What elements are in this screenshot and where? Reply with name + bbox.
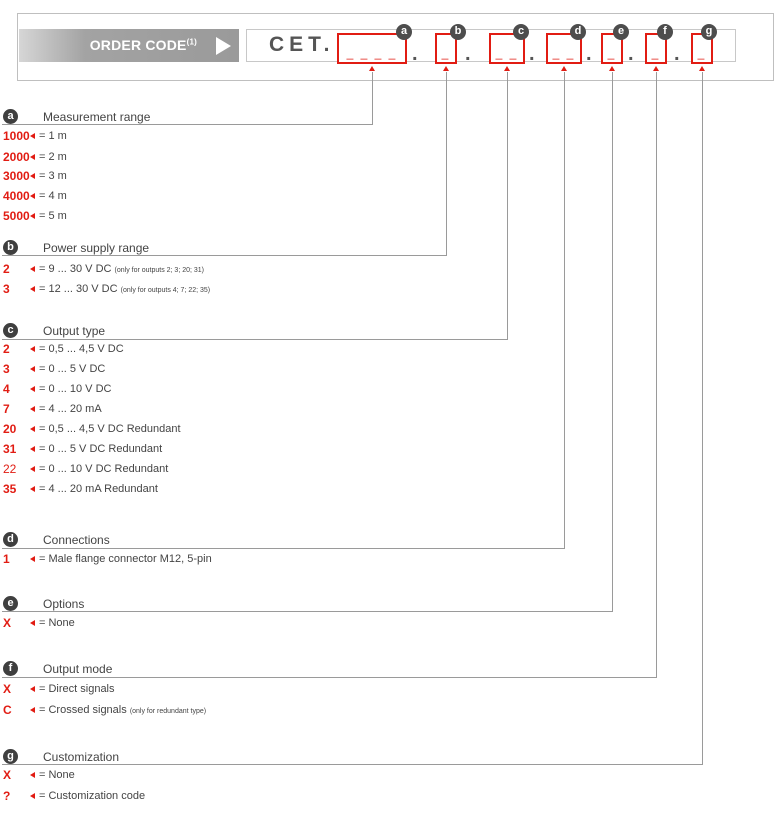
section-a-title: Measurement range bbox=[43, 110, 151, 124]
slot-a-badge: a bbox=[396, 24, 412, 40]
slot-c-badge: c bbox=[513, 24, 529, 40]
section-e-badge: e bbox=[3, 596, 18, 611]
pointer-icon bbox=[30, 266, 35, 272]
slot-b: _ bbox=[435, 33, 457, 64]
code-prefix: CET. bbox=[269, 33, 335, 56]
connector-line-e bbox=[2, 611, 613, 612]
section-d-badge: d bbox=[3, 532, 18, 547]
pointer-icon bbox=[30, 173, 35, 179]
section-f-title: Output mode bbox=[43, 662, 113, 676]
section-d-title: Connections bbox=[43, 533, 110, 547]
connector-tick bbox=[561, 66, 567, 71]
connector-line-a bbox=[372, 72, 373, 124]
section-c-title: Output type bbox=[43, 324, 106, 338]
pointer-icon bbox=[30, 426, 35, 432]
connector-line-b bbox=[446, 72, 447, 255]
connector-line-a bbox=[2, 124, 373, 125]
separator-dot: . bbox=[628, 43, 634, 65]
connector-line-f bbox=[656, 72, 657, 677]
section-b-title: Power supply range bbox=[43, 241, 150, 255]
separator-dot: . bbox=[412, 43, 418, 65]
connector-line-e bbox=[612, 72, 613, 611]
slot-g-badge: g bbox=[701, 24, 717, 40]
pointer-icon bbox=[30, 213, 35, 219]
connector-line-f bbox=[2, 677, 657, 678]
connector-line-g bbox=[2, 764, 703, 765]
pointer-icon bbox=[30, 154, 35, 160]
connector-tick bbox=[443, 66, 449, 71]
slot-f-badge: f bbox=[657, 24, 673, 40]
section-e-title: Options bbox=[43, 597, 85, 611]
section-g-badge: g bbox=[3, 749, 18, 764]
order-code-frame bbox=[17, 13, 774, 81]
connector-line-d bbox=[564, 72, 565, 548]
connector-tick bbox=[699, 66, 705, 71]
pointer-icon bbox=[30, 707, 35, 713]
connector-tick bbox=[609, 66, 615, 71]
slot-d-badge: d bbox=[570, 24, 586, 40]
slot-f: _ bbox=[645, 33, 667, 64]
slot-d: _ _ bbox=[546, 33, 582, 64]
separator-dot: . bbox=[586, 43, 592, 65]
connector-tick bbox=[369, 66, 375, 71]
play-arrow-icon bbox=[216, 37, 231, 55]
pointer-icon bbox=[30, 446, 35, 452]
slot-b-fill: _ bbox=[441, 46, 451, 60]
connector-line-g bbox=[702, 72, 703, 764]
pointer-icon bbox=[30, 386, 35, 392]
separator-dot: . bbox=[529, 43, 535, 65]
connector-line-b bbox=[2, 255, 447, 256]
pointer-icon bbox=[30, 486, 35, 492]
connector-line-d bbox=[2, 548, 565, 549]
pointer-icon bbox=[30, 193, 35, 199]
pointer-icon bbox=[30, 366, 35, 372]
slot-a: _ _ _ _ bbox=[337, 33, 407, 64]
pointer-icon bbox=[30, 133, 35, 139]
order-code-banner: ORDER CODE(1) bbox=[19, 29, 239, 62]
slot-e-fill: _ bbox=[607, 46, 617, 60]
connector-tick bbox=[653, 66, 659, 71]
section-c-badge: c bbox=[3, 323, 18, 338]
pointer-icon bbox=[30, 793, 35, 799]
pointer-icon bbox=[30, 466, 35, 472]
pointer-icon bbox=[30, 346, 35, 352]
pointer-icon bbox=[30, 556, 35, 562]
slot-e: _ bbox=[601, 33, 623, 64]
slot-d-fill: _ _ bbox=[552, 46, 576, 60]
slot-f-fill: _ bbox=[651, 46, 661, 60]
slot-b-badge: b bbox=[450, 24, 466, 40]
connector-line-c bbox=[507, 72, 508, 339]
slot-a-fill: _ _ _ _ bbox=[346, 46, 398, 60]
section-f-badge: f bbox=[3, 661, 18, 676]
section-a-badge: a bbox=[3, 109, 18, 124]
order-code-title: ORDER CODE(1) bbox=[89, 37, 197, 53]
separator-dot: . bbox=[465, 43, 471, 65]
slot-c: _ _ bbox=[489, 33, 525, 64]
slot-g-fill: _ bbox=[697, 46, 707, 60]
pointer-icon bbox=[30, 620, 35, 626]
pointer-icon bbox=[30, 772, 35, 778]
connector-tick bbox=[504, 66, 510, 71]
slot-e-badge: e bbox=[613, 24, 629, 40]
pointer-icon bbox=[30, 286, 35, 292]
slot-c-fill: _ _ bbox=[495, 46, 519, 60]
pointer-icon bbox=[30, 686, 35, 692]
connector-line-c bbox=[2, 339, 508, 340]
section-g-title: Customization bbox=[43, 750, 120, 764]
pointer-icon bbox=[30, 406, 35, 412]
section-b-badge: b bbox=[3, 240, 18, 255]
separator-dot: . bbox=[674, 43, 680, 65]
